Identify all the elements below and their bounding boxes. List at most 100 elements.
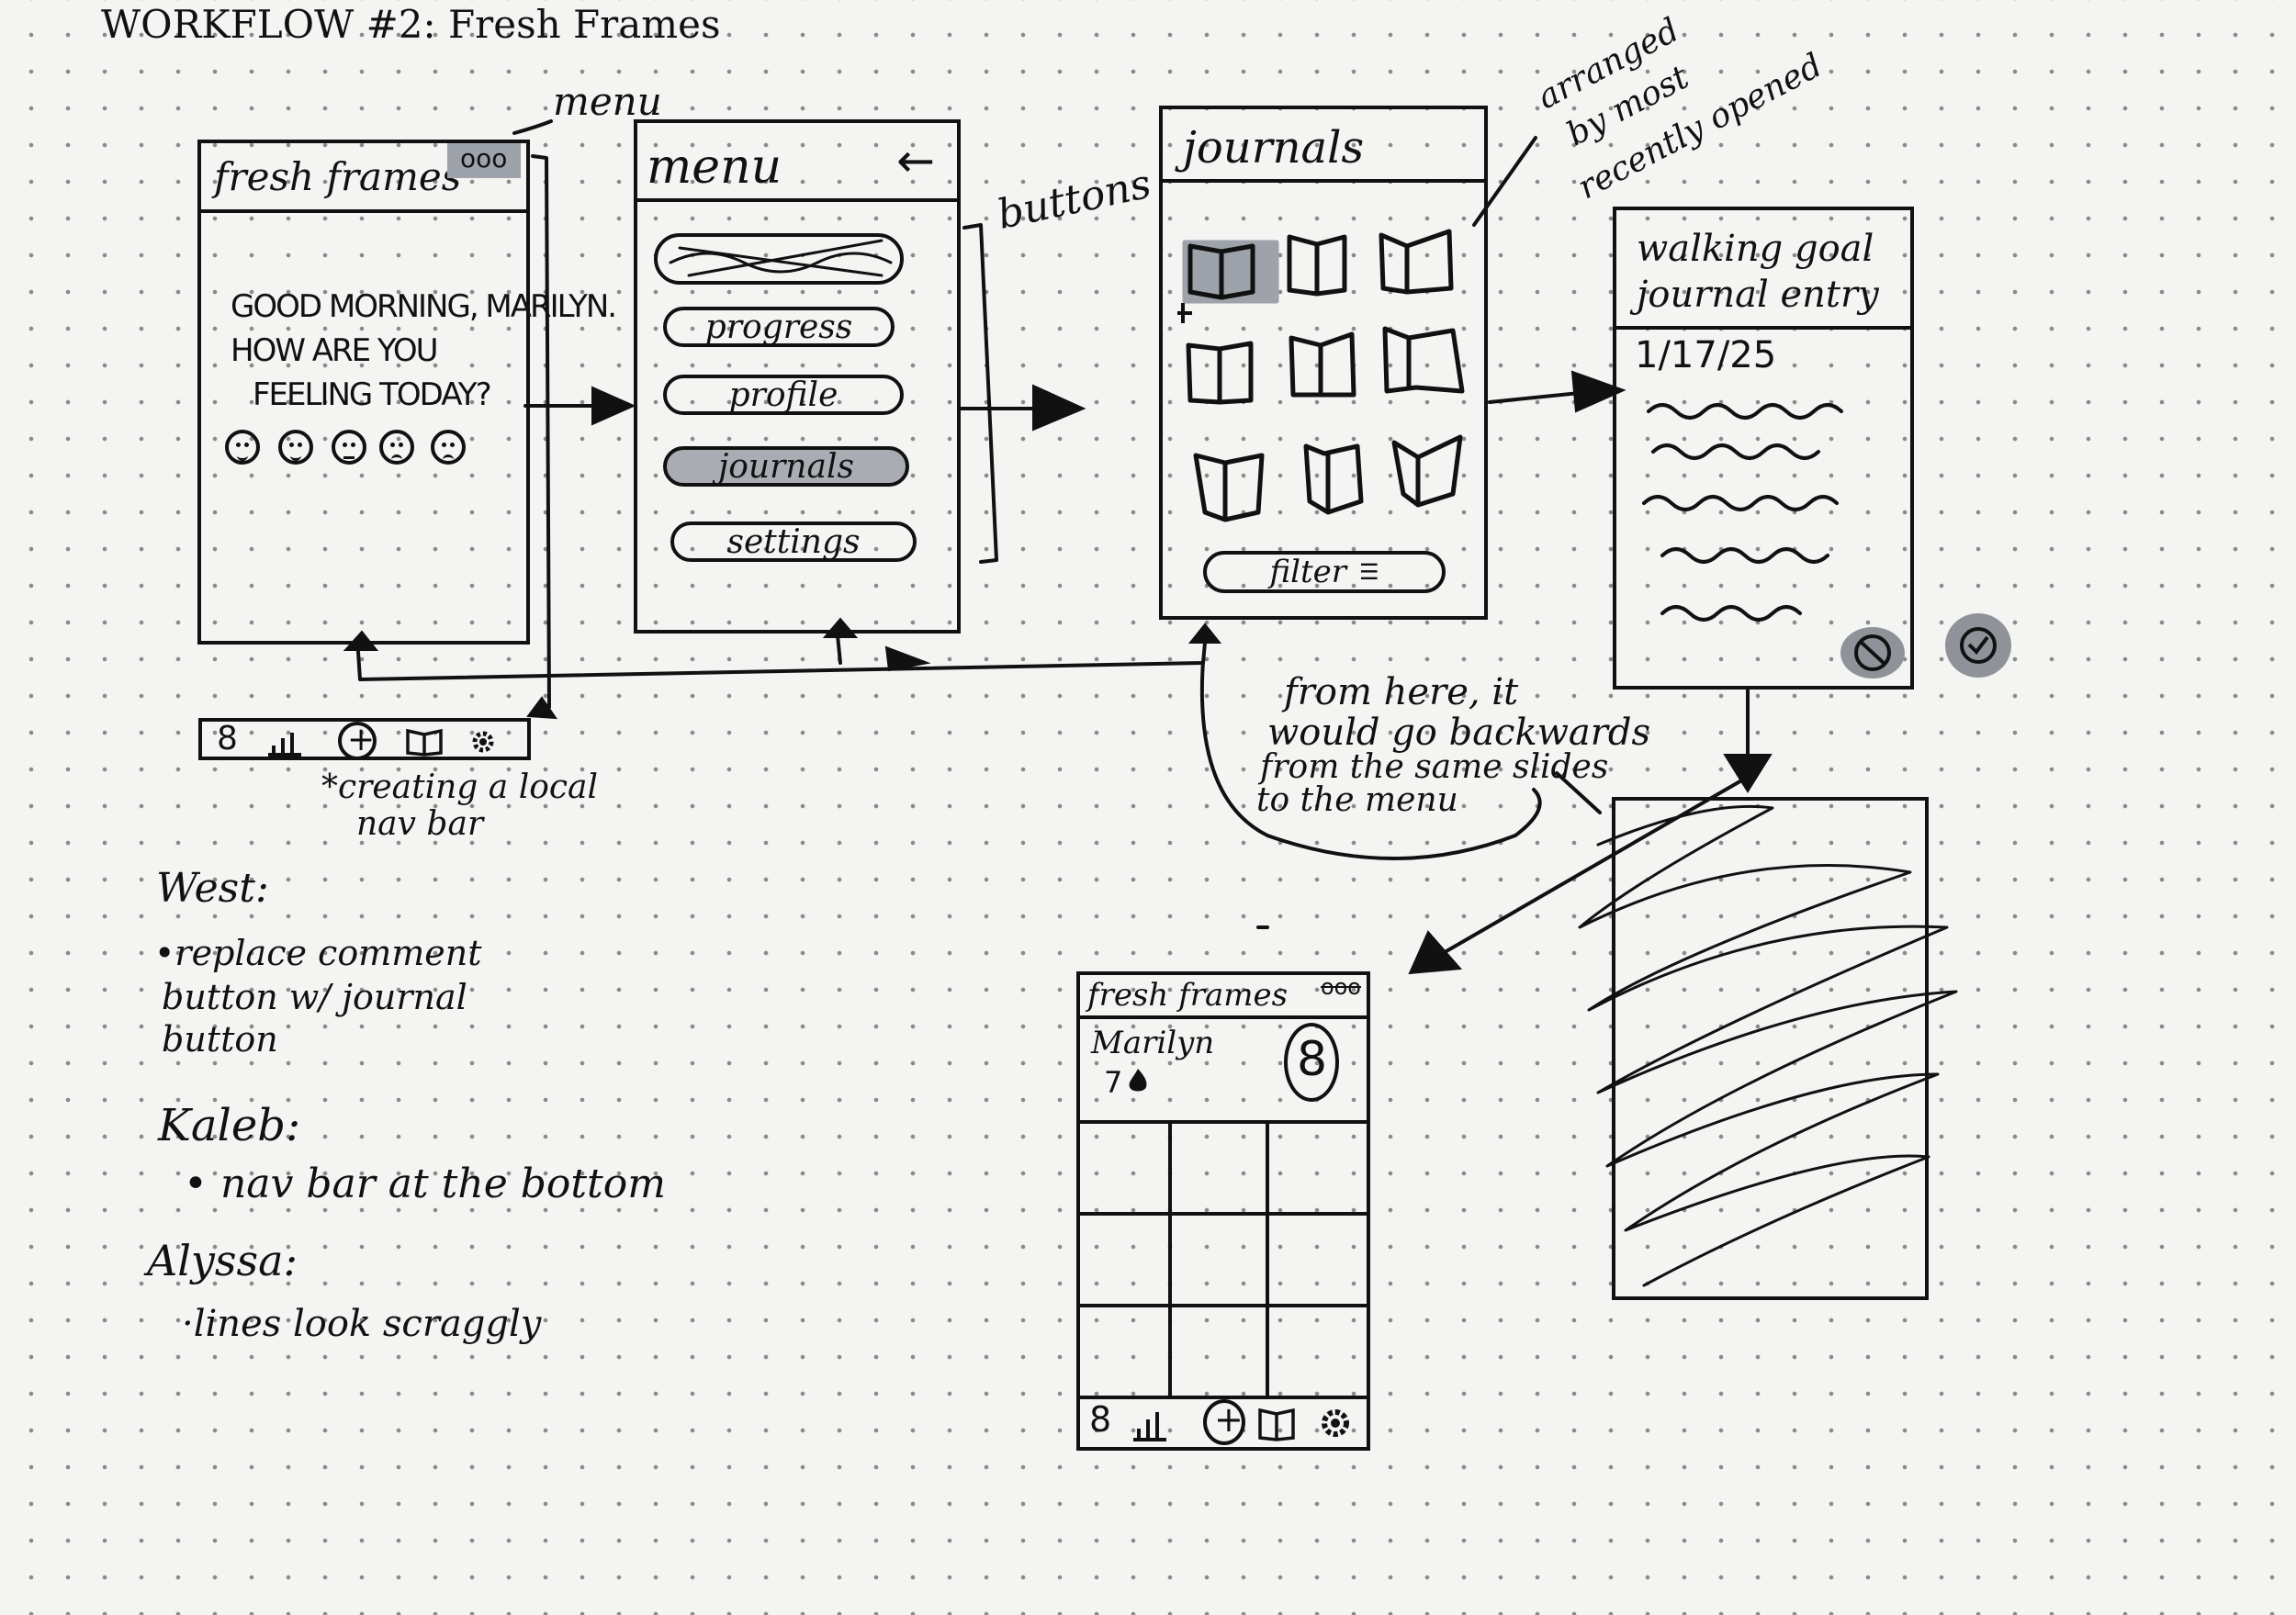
arrowhead-down-blank	[1723, 754, 1773, 793]
backwards-loop	[1199, 659, 1542, 860]
scratched-item-marks	[669, 239, 893, 277]
return-up-menu	[836, 634, 842, 665]
grid-col-line-1	[1168, 1124, 1172, 1399]
journals-title: journals	[1183, 122, 1365, 174]
arrowhead-up-journals	[1187, 622, 1222, 644]
grid-menu-dots-icon[interactable]: ooo	[1320, 974, 1361, 1000]
feedback-alyssa-line: ·lines look scraggly	[182, 1303, 542, 1345]
home-header-title: fresh frames	[214, 154, 462, 199]
menu-item-scratched[interactable]	[654, 233, 904, 285]
journal-book-icon-4	[1186, 341, 1254, 405]
backwards-note-line-3: from the same slides	[1260, 748, 1609, 786]
grid-nav-progress-icon[interactable]	[1131, 1408, 1168, 1441]
arrowhead-nav	[526, 696, 557, 720]
mood-face-neutral-icon[interactable]	[332, 430, 366, 465]
arrow-to-screen5	[1438, 774, 1751, 957]
user-name: Marilyn	[1091, 1025, 1215, 1061]
feedback-kaleb-line: • nav bar at the bottom	[184, 1161, 666, 1207]
streak-badge[interactable]: 8	[1284, 1023, 1339, 1102]
arrowhead-menu-journals	[1032, 384, 1086, 432]
nav-profile-icon[interactable]: 8	[217, 720, 238, 757]
journal-book-icon-3	[1379, 229, 1454, 295]
entry-text-line-3	[1642, 495, 1839, 511]
blank-screen-scribble	[1578, 804, 1958, 1287]
arrowhead-screen1-menu	[591, 386, 636, 426]
menu-item-settings[interactable]: settings	[670, 522, 917, 562]
menu-annotation: menu	[553, 79, 662, 124]
menu-item-profile[interactable]: profile	[663, 375, 904, 415]
grid-bottom-divider	[1080, 1396, 1367, 1399]
entry-text-line-2	[1651, 443, 1820, 460]
journal-book-icon-1	[1187, 243, 1255, 300]
greeting-line-1: GOOD MORNING, MARILYN.	[231, 288, 617, 325]
arrowhead-journals-entry	[1570, 370, 1626, 413]
menu-leader-line	[512, 119, 553, 135]
entry-date: 1/17/25	[1635, 334, 1777, 376]
grid-nav-profile-icon[interactable]: 8	[1089, 1399, 1112, 1440]
return-line	[356, 641, 1207, 681]
entry-title-line-1: walking goal	[1637, 228, 1874, 270]
grid-top-divider	[1080, 1120, 1367, 1124]
menu-item-journals[interactable]: journals	[663, 446, 909, 487]
journal-book-icon-8	[1303, 443, 1364, 515]
grid-header: fresh frames ooo	[1080, 975, 1367, 1019]
journal-book-icon-5	[1289, 331, 1356, 398]
back-arrow-icon[interactable]: ←	[896, 134, 935, 187]
journal-book-icon-9	[1391, 434, 1463, 508]
feedback-kaleb-name: Kaleb:	[158, 1100, 301, 1151]
menu-item-progress[interactable]: progress	[663, 307, 895, 347]
menu-dots-button[interactable]: ooo	[447, 143, 521, 178]
screen-journals: journals	[1159, 106, 1488, 620]
feedback-alyssa-name: Alyssa:	[147, 1236, 298, 1285]
entry-title-line-2: journal entry	[1637, 274, 1879, 316]
mood-face-very-happy-icon[interactable]	[225, 430, 260, 465]
mood-face-happy-icon[interactable]	[278, 430, 313, 465]
journal-book-icon-6	[1382, 326, 1465, 394]
menu-title: menu	[647, 140, 782, 195]
grid-nav-settings-gear-icon[interactable]	[1317, 1405, 1354, 1441]
screen1-bracket	[531, 154, 551, 709]
backwards-note-line-1: from here, it	[1284, 671, 1519, 713]
local-nav-bar: 8 +	[198, 718, 531, 760]
screen-journal-entry: walking goal journal entry 1/17/25	[1613, 207, 1914, 690]
journals-grid	[1177, 229, 1465, 522]
greeting-line-2: HOW ARE YOU	[231, 332, 438, 369]
grid-row-line-1	[1080, 1212, 1367, 1216]
feedback-west-name: West:	[156, 865, 269, 912]
grid-header-title: fresh frames	[1087, 977, 1289, 1014]
streak-badge-value: 8	[1297, 1032, 1328, 1087]
journal-book-icon-2	[1287, 234, 1347, 297]
filter-lines-icon: ☰	[1359, 559, 1379, 585]
nav-progress-icon[interactable]	[266, 729, 303, 757]
grid-row-line-2	[1080, 1304, 1367, 1307]
filter-button[interactable]: filter ☰	[1203, 551, 1446, 593]
screen-menu: menu ←	[634, 119, 961, 634]
grid-nav-journal-icon[interactable]	[1258, 1407, 1295, 1441]
nav-add-button[interactable]: +	[338, 722, 377, 760]
mood-face-sad-icon[interactable]	[379, 430, 414, 465]
greeting-line-3: FEELING TODAY?	[253, 376, 492, 413]
screen-home: fresh frames ooo GOOD MORNING, MARILYN. …	[197, 140, 617, 645]
arrowhead-screen5	[1408, 930, 1463, 975]
nav-settings-gear-icon[interactable]	[468, 727, 498, 757]
page-title: WORKFLOW #2: Fresh Frames	[101, 2, 721, 47]
entry-save-check-button[interactable]	[1945, 613, 2011, 678]
feedback-west-line-3: button	[162, 1019, 278, 1060]
user-level: 7	[1104, 1065, 1123, 1100]
grid-nav-add-button[interactable]: +	[1203, 1399, 1245, 1445]
journals-header: journals	[1163, 109, 1484, 183]
nav-journal-icon[interactable]	[406, 727, 443, 757]
grid-plus-icon: +	[1214, 1399, 1244, 1440]
home-header: fresh frames ooo	[201, 143, 526, 213]
entry-cancel-button[interactable]	[1840, 627, 1905, 679]
plus-icon: +	[347, 721, 376, 758]
grid-col-line-2	[1266, 1124, 1269, 1399]
mood-face-angry-icon[interactable]	[431, 430, 466, 465]
feedback-west-line-1: •replace comment	[154, 933, 482, 973]
menu-header: menu ←	[637, 123, 957, 202]
backwards-note-line-2: would go backwards	[1267, 712, 1651, 754]
backwards-leader	[1555, 771, 1602, 814]
filter-label: filter	[1269, 554, 1347, 590]
entry-text-line-4	[1660, 547, 1829, 564]
